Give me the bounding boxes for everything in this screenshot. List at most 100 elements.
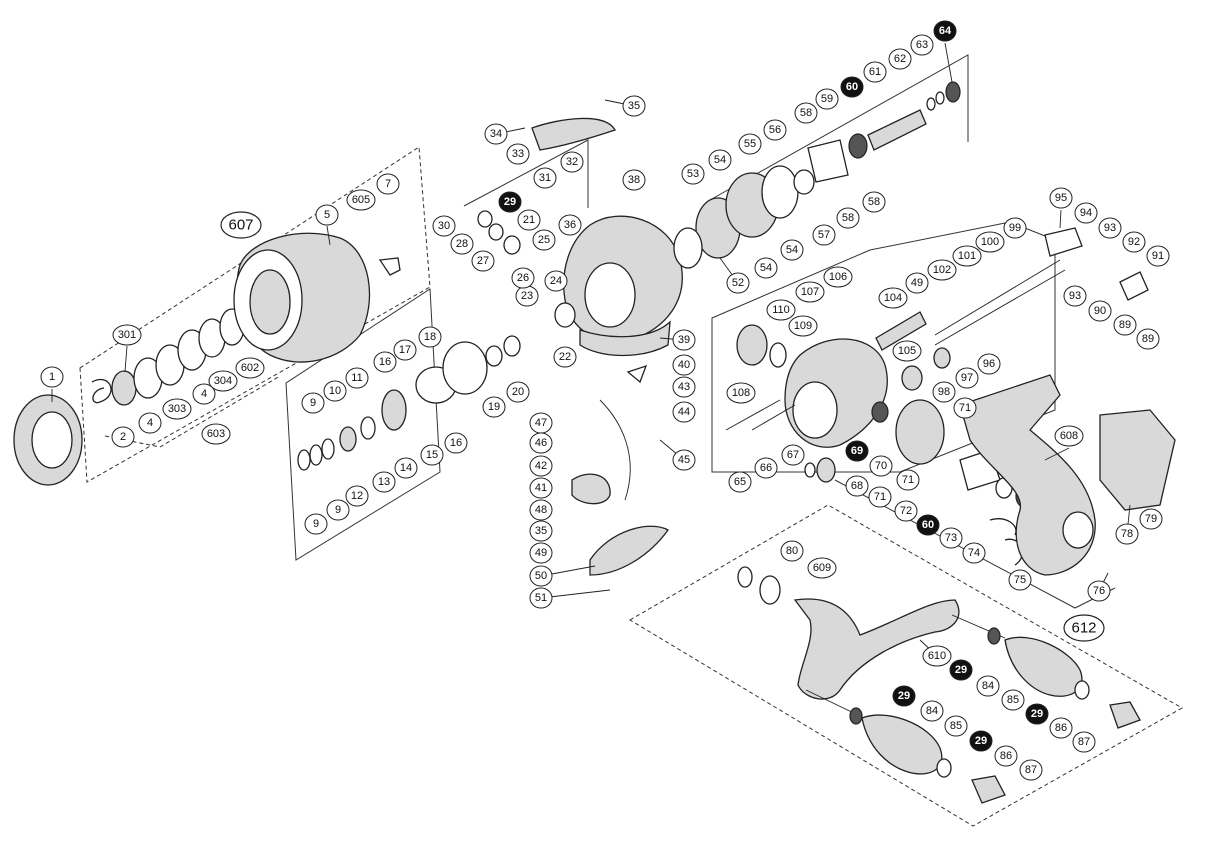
callout-label: 30 [438, 220, 450, 232]
ratchet-14 [381, 389, 407, 431]
callout-label: 5 [324, 209, 330, 221]
callout-label: 62 [894, 53, 906, 65]
body-cover-78 [1099, 409, 1176, 511]
callout-label: 107 [801, 286, 819, 298]
part-callout-47: 47 [529, 412, 553, 434]
callout-label: 27 [477, 255, 489, 267]
callout-label: 85 [1007, 694, 1019, 706]
part-callout-10: 10 [323, 380, 347, 402]
callout-bubble [544, 270, 568, 292]
callout-bubble [910, 34, 934, 56]
part-callout-45: 45 [672, 449, 696, 471]
callout-bubble [40, 366, 64, 388]
washer-9 [297, 449, 311, 471]
part-callout-29: 29 [1025, 703, 1049, 725]
bail-support-39 [579, 320, 671, 357]
callout-bubble [916, 514, 940, 536]
callout-label: 101 [958, 250, 976, 262]
callout-label: 58 [800, 107, 812, 119]
callout-bubble [728, 471, 752, 493]
callout-label: 63 [916, 39, 928, 51]
callout-label: 59 [821, 93, 833, 105]
callout-label: 79 [1145, 513, 1157, 525]
callout-label: 9 [313, 518, 319, 530]
callout-bubble [471, 250, 495, 272]
part-callout-58: 58 [836, 207, 860, 229]
callout-label: 1 [49, 371, 55, 383]
main-shaft-line-2 [934, 269, 1066, 346]
callout-bubble [672, 376, 696, 398]
callout-label: 61 [869, 66, 881, 78]
part-callout-16: 16 [444, 432, 468, 454]
callout-label: 57 [818, 229, 830, 241]
callout-label: 55 [744, 138, 756, 150]
callout-label: 34 [490, 128, 502, 140]
callout-bubble [672, 449, 696, 471]
spool-subgroup-603-box [104, 375, 281, 448]
callout-bubble [823, 266, 853, 288]
callout-bubble [975, 231, 1005, 253]
part-callout-108: 108 [726, 382, 756, 404]
part-callout-31: 31 [533, 167, 557, 189]
callout-label: 612 [1071, 620, 1096, 637]
collar-57 [793, 169, 815, 195]
callout-label: 303 [168, 403, 186, 415]
callout-bubble [681, 163, 705, 185]
rotor-group-box [463, 139, 589, 208]
bearing-29a [987, 627, 1001, 645]
callout-bubble [708, 149, 732, 171]
callout-label: 22 [559, 351, 571, 363]
part-callout-58: 58 [862, 191, 886, 213]
callout-bubble [920, 700, 944, 722]
callout-bubble [1074, 202, 1098, 224]
line-roller-48 [571, 473, 611, 505]
callout-label: 58 [842, 212, 854, 224]
callout-bubble [444, 432, 468, 454]
callout-bubble [672, 354, 696, 376]
part-callout-105: 105 [892, 340, 922, 362]
part-callout-38: 38 [622, 169, 646, 191]
callout-label: 28 [456, 238, 468, 250]
callout-label: 110 [772, 304, 790, 316]
callout-bubble [432, 215, 456, 237]
callout-label: 64 [939, 25, 952, 37]
callout-bubble [845, 440, 869, 462]
part-callout-109: 109 [788, 315, 818, 337]
callout-bubble [235, 357, 265, 379]
callout-bubble [754, 457, 778, 479]
part-callout-90: 90 [1088, 300, 1112, 322]
callout-bubble [949, 659, 973, 681]
part-callout-21: 21 [517, 209, 541, 231]
callout-bubble [781, 444, 805, 466]
bearing-69 [871, 401, 889, 423]
callout-bubble [558, 214, 582, 236]
callout-bubble [1072, 731, 1096, 753]
callout-label: 85 [950, 720, 962, 732]
callout-label: 9 [310, 397, 316, 409]
callout-bubble [1122, 231, 1146, 253]
part-callout-60: 60 [840, 76, 864, 98]
part-callout-80: 80 [780, 540, 804, 562]
callout-label: 53 [687, 168, 699, 180]
handle-screw-609 [759, 575, 781, 605]
callout-bubble [394, 457, 418, 479]
part-callout-57: 57 [812, 224, 836, 246]
callout-label: 605 [352, 194, 370, 206]
callout-label: 4 [147, 417, 153, 429]
callout-label: 36 [564, 219, 576, 231]
callout-label: 71 [959, 402, 971, 414]
callout-bubble [922, 645, 952, 667]
washer-62 [926, 97, 936, 111]
part-callout-15: 15 [420, 444, 444, 466]
callout-bubble [1146, 245, 1170, 267]
part-callout-610: 610 [922, 645, 952, 667]
handle-parts [737, 566, 1141, 804]
callout-label: 14 [400, 462, 412, 474]
callout-label: 21 [523, 214, 535, 226]
callout-label: 29 [504, 196, 516, 208]
callout-label: 80 [786, 545, 798, 557]
part-callout-76: 76 [1087, 580, 1111, 602]
callout-bubble [622, 169, 646, 191]
part-callout-16: 16 [373, 351, 397, 373]
callout-bubble [1115, 523, 1139, 545]
